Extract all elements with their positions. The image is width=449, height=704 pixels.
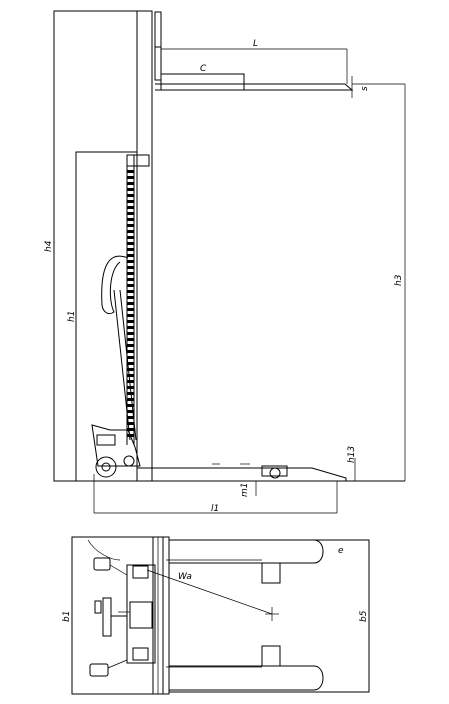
chain-link (127, 248, 134, 251)
chain-link (127, 176, 134, 179)
chain-link (127, 422, 134, 425)
label-b5: b5 (359, 610, 369, 622)
chain-link (127, 320, 134, 323)
raised-fork (155, 83, 354, 91)
upper-fork (169, 539, 324, 564)
chain-link (127, 362, 134, 365)
chain-link (127, 194, 134, 197)
lower-wheel-link (107, 659, 128, 669)
pump-unit (91, 424, 141, 467)
upper-load-wheel (261, 562, 281, 584)
label-h13: h13 (347, 446, 357, 463)
load-wheel-housing (261, 465, 288, 477)
lower-steer-wheel (89, 663, 109, 677)
chain-link (127, 224, 134, 227)
chain-link (127, 254, 134, 257)
chain-link (127, 206, 134, 209)
label-h1: h1 (67, 311, 77, 322)
chain-link (127, 284, 134, 287)
tiller-grip-top (102, 597, 112, 637)
side-view: L C s h4 h1 h3 h13 m1 l1 (44, 10, 406, 514)
chain-link (127, 332, 134, 335)
chain-link (127, 266, 134, 269)
steering-wheel-hub (101, 462, 111, 472)
lower-fork (169, 665, 324, 691)
chain-link (127, 290, 134, 293)
chain-link (127, 398, 134, 401)
label-l: L (253, 39, 258, 49)
tiller-knob (94, 600, 102, 614)
pump-block (129, 601, 153, 629)
chain-link (127, 314, 134, 317)
pump-housing (96, 434, 116, 446)
label-m1: m1 (240, 483, 250, 498)
upper-wheel-link (109, 564, 128, 576)
chain-link (127, 218, 134, 221)
chain-link (127, 212, 134, 215)
chain-link (127, 356, 134, 359)
label-s: s (360, 86, 370, 91)
chain-link (127, 242, 134, 245)
chain-link (127, 338, 134, 341)
load-wheel (269, 467, 281, 479)
chain-link (127, 296, 134, 299)
chain-link (127, 344, 134, 347)
cylinder-head (126, 154, 150, 167)
label-c: C (200, 64, 207, 74)
label-wa: Wa (178, 572, 192, 582)
upper-steer-wheel (93, 557, 111, 571)
chain-link (127, 170, 134, 173)
chain-link (127, 230, 134, 233)
lower-bracket (132, 647, 149, 661)
chain-link (127, 278, 134, 281)
fork-carriage (154, 11, 162, 81)
label-b1: b1 (62, 611, 72, 622)
chain-link (127, 308, 134, 311)
chain-link (127, 410, 134, 413)
chain-link (127, 188, 134, 191)
top-view: Wa b1 b5 e (62, 536, 370, 695)
chain-link (127, 326, 134, 329)
chain-link (127, 182, 134, 185)
lowered-fork (137, 467, 347, 482)
chain-link (127, 302, 134, 305)
caster-wheel (123, 455, 135, 467)
chain-link (127, 350, 134, 353)
label-e: e (338, 546, 344, 556)
tiller-arm-right (119, 289, 137, 441)
chain-link (127, 416, 134, 419)
chain-link (127, 260, 134, 263)
wa-radius-line (146, 569, 273, 615)
chain-link (127, 428, 134, 431)
upper-bracket (132, 565, 149, 579)
lower-load-wheel (261, 645, 281, 667)
tiller-arm-left (113, 289, 131, 441)
label-l1: l1 (211, 504, 219, 514)
chain-link (127, 368, 134, 371)
chain-link (127, 200, 134, 203)
tiller-handle-grip (101, 255, 129, 315)
swing-arc (87, 539, 121, 561)
label-h4: h4 (44, 240, 54, 252)
chain-link (127, 392, 134, 395)
chain-link (127, 272, 134, 275)
load-c-block (160, 73, 245, 91)
chain-link (127, 374, 134, 377)
chain-link (127, 404, 134, 407)
chain-link (127, 236, 134, 239)
label-h3: h3 (394, 274, 404, 286)
chain-link (127, 380, 134, 383)
chain-links (127, 170, 134, 437)
steering-wheel-outer (95, 456, 117, 478)
chassis-body (126, 564, 156, 664)
